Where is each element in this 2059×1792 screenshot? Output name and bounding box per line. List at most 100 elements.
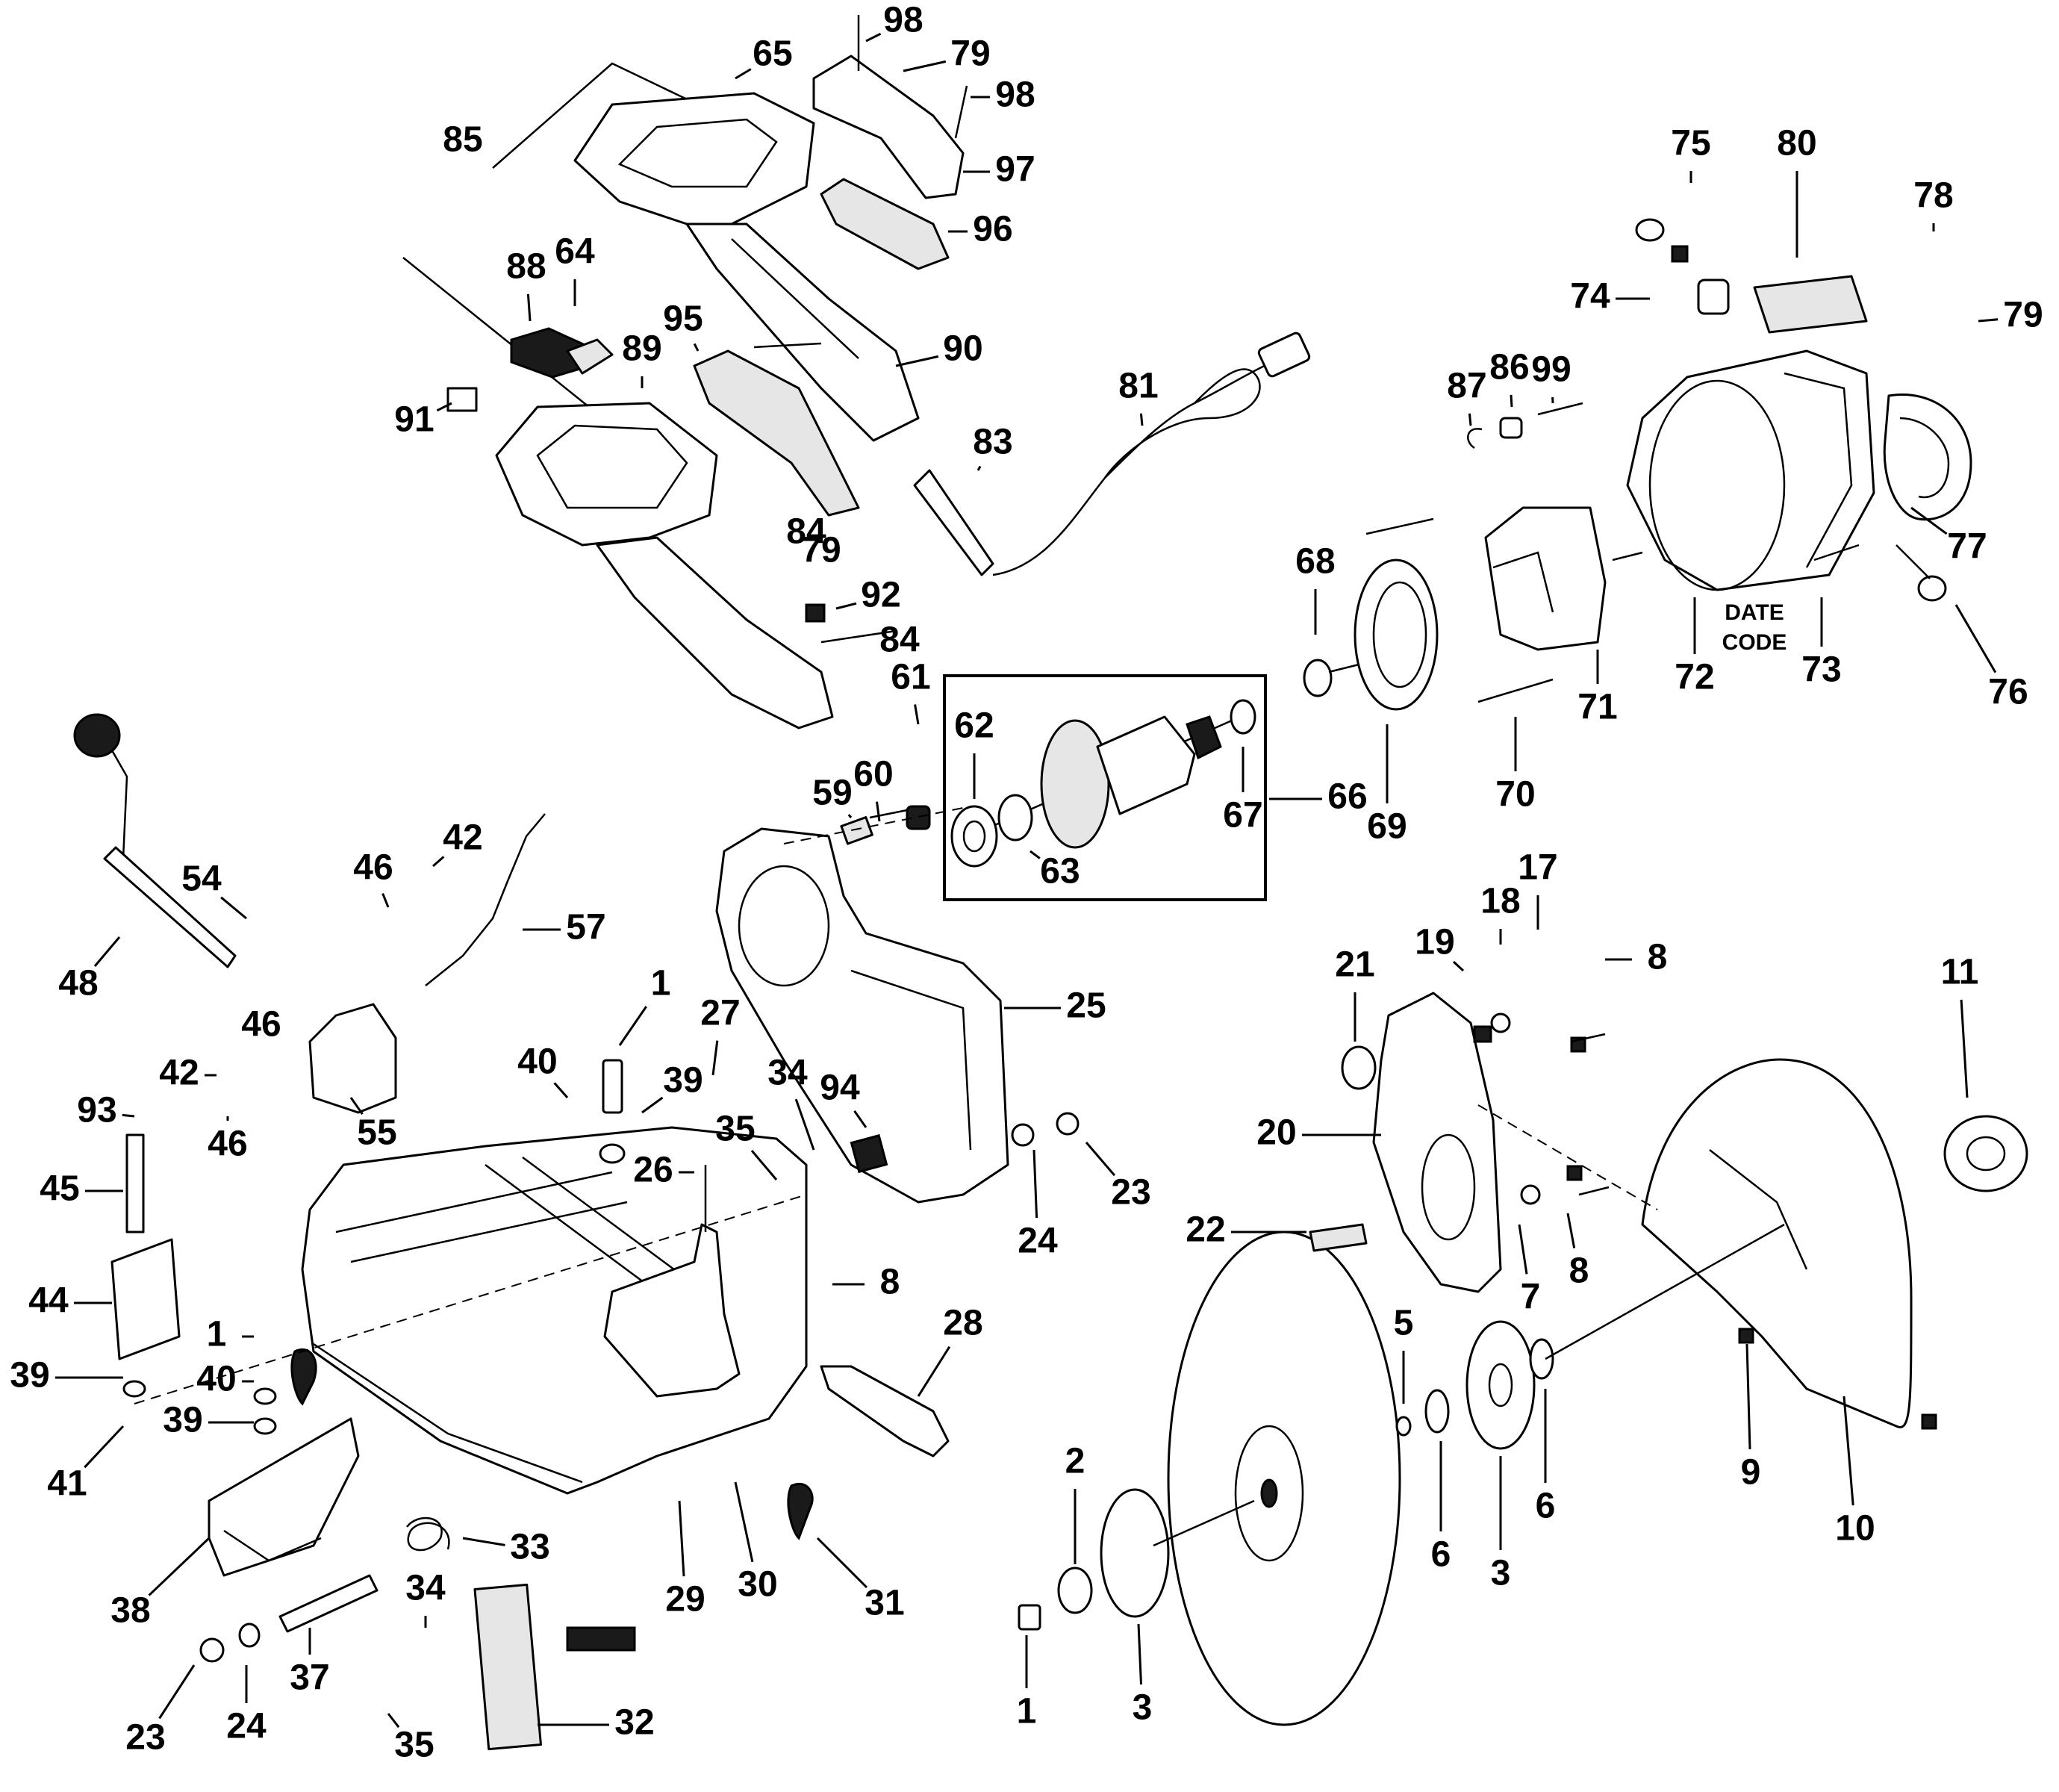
callout-leader <box>914 704 920 725</box>
callout-81: 81 <box>1118 367 1158 406</box>
callout-leader <box>618 1006 647 1046</box>
callout-39c: 39 <box>663 1061 703 1101</box>
callout-97: 97 <box>995 150 1035 190</box>
armature-box <box>943 674 1267 901</box>
callout-3b: 3 <box>1133 1688 1153 1728</box>
callout-73: 73 <box>1801 650 1841 690</box>
callout-leader <box>903 60 947 72</box>
callout-27: 27 <box>700 994 740 1033</box>
callout-9: 9 <box>1741 1453 1761 1493</box>
callout-45: 45 <box>40 1169 79 1209</box>
callout-42b: 42 <box>159 1054 199 1093</box>
callout-20: 20 <box>1256 1113 1296 1153</box>
callout-24a: 24 <box>1018 1222 1058 1261</box>
callout-7: 7 <box>1521 1278 1541 1317</box>
callout-1a: 1 <box>207 1315 227 1354</box>
callout-leader <box>847 814 853 818</box>
callout-8b: 8 <box>1648 938 1668 977</box>
callout-91: 91 <box>394 400 434 440</box>
callout-48: 48 <box>58 964 98 1004</box>
callout-leader <box>1960 999 1969 1098</box>
callout-65: 65 <box>753 34 792 74</box>
callout-leader <box>158 1664 196 1720</box>
callout-8c: 8 <box>1569 1251 1589 1291</box>
callout-1b: 1 <box>651 964 671 1004</box>
callout-30: 30 <box>738 1565 777 1605</box>
callout-leader <box>895 355 939 367</box>
callout-32: 32 <box>614 1703 654 1743</box>
callout-31: 31 <box>865 1584 904 1623</box>
callout-11: 11 <box>1941 953 1979 992</box>
callout-leader <box>1030 850 1041 859</box>
callout-94: 94 <box>820 1068 860 1108</box>
callout-75: 75 <box>1671 124 1710 164</box>
callout-10: 10 <box>1835 1509 1875 1549</box>
callout-leader <box>526 293 532 322</box>
callout-2: 2 <box>1065 1442 1085 1481</box>
callout-39b: 39 <box>163 1401 202 1440</box>
callout-96: 96 <box>973 210 1012 249</box>
callout-leader <box>1510 394 1513 408</box>
handle-assembly <box>402 15 1311 729</box>
callout-69: 69 <box>1367 807 1407 847</box>
callout-40a: 40 <box>196 1360 236 1399</box>
callout-92: 92 <box>861 576 900 615</box>
callout-17: 17 <box>1518 848 1557 888</box>
gear-housing-and-base <box>73 713 1080 1751</box>
callout-86: 86 <box>1489 348 1529 388</box>
callout-leader <box>1085 1142 1116 1177</box>
callout-3a: 3 <box>1491 1554 1511 1593</box>
callout-leader <box>84 1425 125 1469</box>
callout-leader <box>734 1481 754 1563</box>
callout-34a: 34 <box>767 1054 808 1093</box>
callout-leader <box>1978 318 1999 323</box>
callout-55: 55 <box>357 1113 396 1153</box>
callout-leader <box>1137 1623 1142 1685</box>
callout-leader <box>381 893 390 908</box>
callout-66: 66 <box>1327 777 1367 817</box>
callout-leader <box>678 1500 685 1577</box>
callout-5: 5 <box>1394 1304 1414 1343</box>
callout-39a: 39 <box>10 1356 49 1396</box>
callout-6a: 6 <box>1431 1535 1451 1575</box>
callout-28: 28 <box>943 1304 982 1343</box>
callout-6b: 6 <box>1536 1487 1556 1526</box>
callout-33: 33 <box>510 1528 549 1567</box>
callout-leader <box>387 1713 400 1729</box>
wheel-and-guard <box>1018 992 2028 1726</box>
callout-40b: 40 <box>517 1042 557 1082</box>
callout-21: 21 <box>1335 945 1374 985</box>
callout-19: 19 <box>1415 923 1454 962</box>
callout-leader <box>750 1150 778 1180</box>
callout-leader <box>735 68 752 80</box>
callout-leader <box>93 936 121 967</box>
callout-68: 68 <box>1295 542 1335 582</box>
callout-89: 89 <box>622 329 661 369</box>
callout-61: 61 <box>891 658 930 697</box>
callout-78: 78 <box>1913 176 1953 216</box>
callout-93: 93 <box>77 1091 116 1130</box>
callout-leader <box>865 32 882 43</box>
callout-leader <box>1139 413 1144 426</box>
callout-24b: 24 <box>226 1707 267 1746</box>
callout-90: 90 <box>943 329 982 369</box>
callout-35b: 35 <box>394 1726 434 1765</box>
callout-87: 87 <box>1447 367 1486 406</box>
callout-99: 99 <box>1531 350 1571 390</box>
callout-77: 77 <box>1947 527 1987 567</box>
callout-8a: 8 <box>880 1263 900 1302</box>
date-code-note-line1: DATE <box>1725 600 1784 625</box>
callout-79c: 79 <box>2003 296 2043 335</box>
callout-79a: 79 <box>950 34 990 74</box>
callout-leader <box>794 1098 815 1151</box>
callout-54: 54 <box>181 859 222 899</box>
callout-leader <box>1954 604 1997 673</box>
callout-62: 62 <box>954 706 994 746</box>
callout-67: 67 <box>1223 796 1262 836</box>
callout-72: 72 <box>1675 658 1714 697</box>
callout-38: 38 <box>110 1591 150 1631</box>
callout-70: 70 <box>1495 775 1535 815</box>
callout-37: 37 <box>290 1658 329 1698</box>
